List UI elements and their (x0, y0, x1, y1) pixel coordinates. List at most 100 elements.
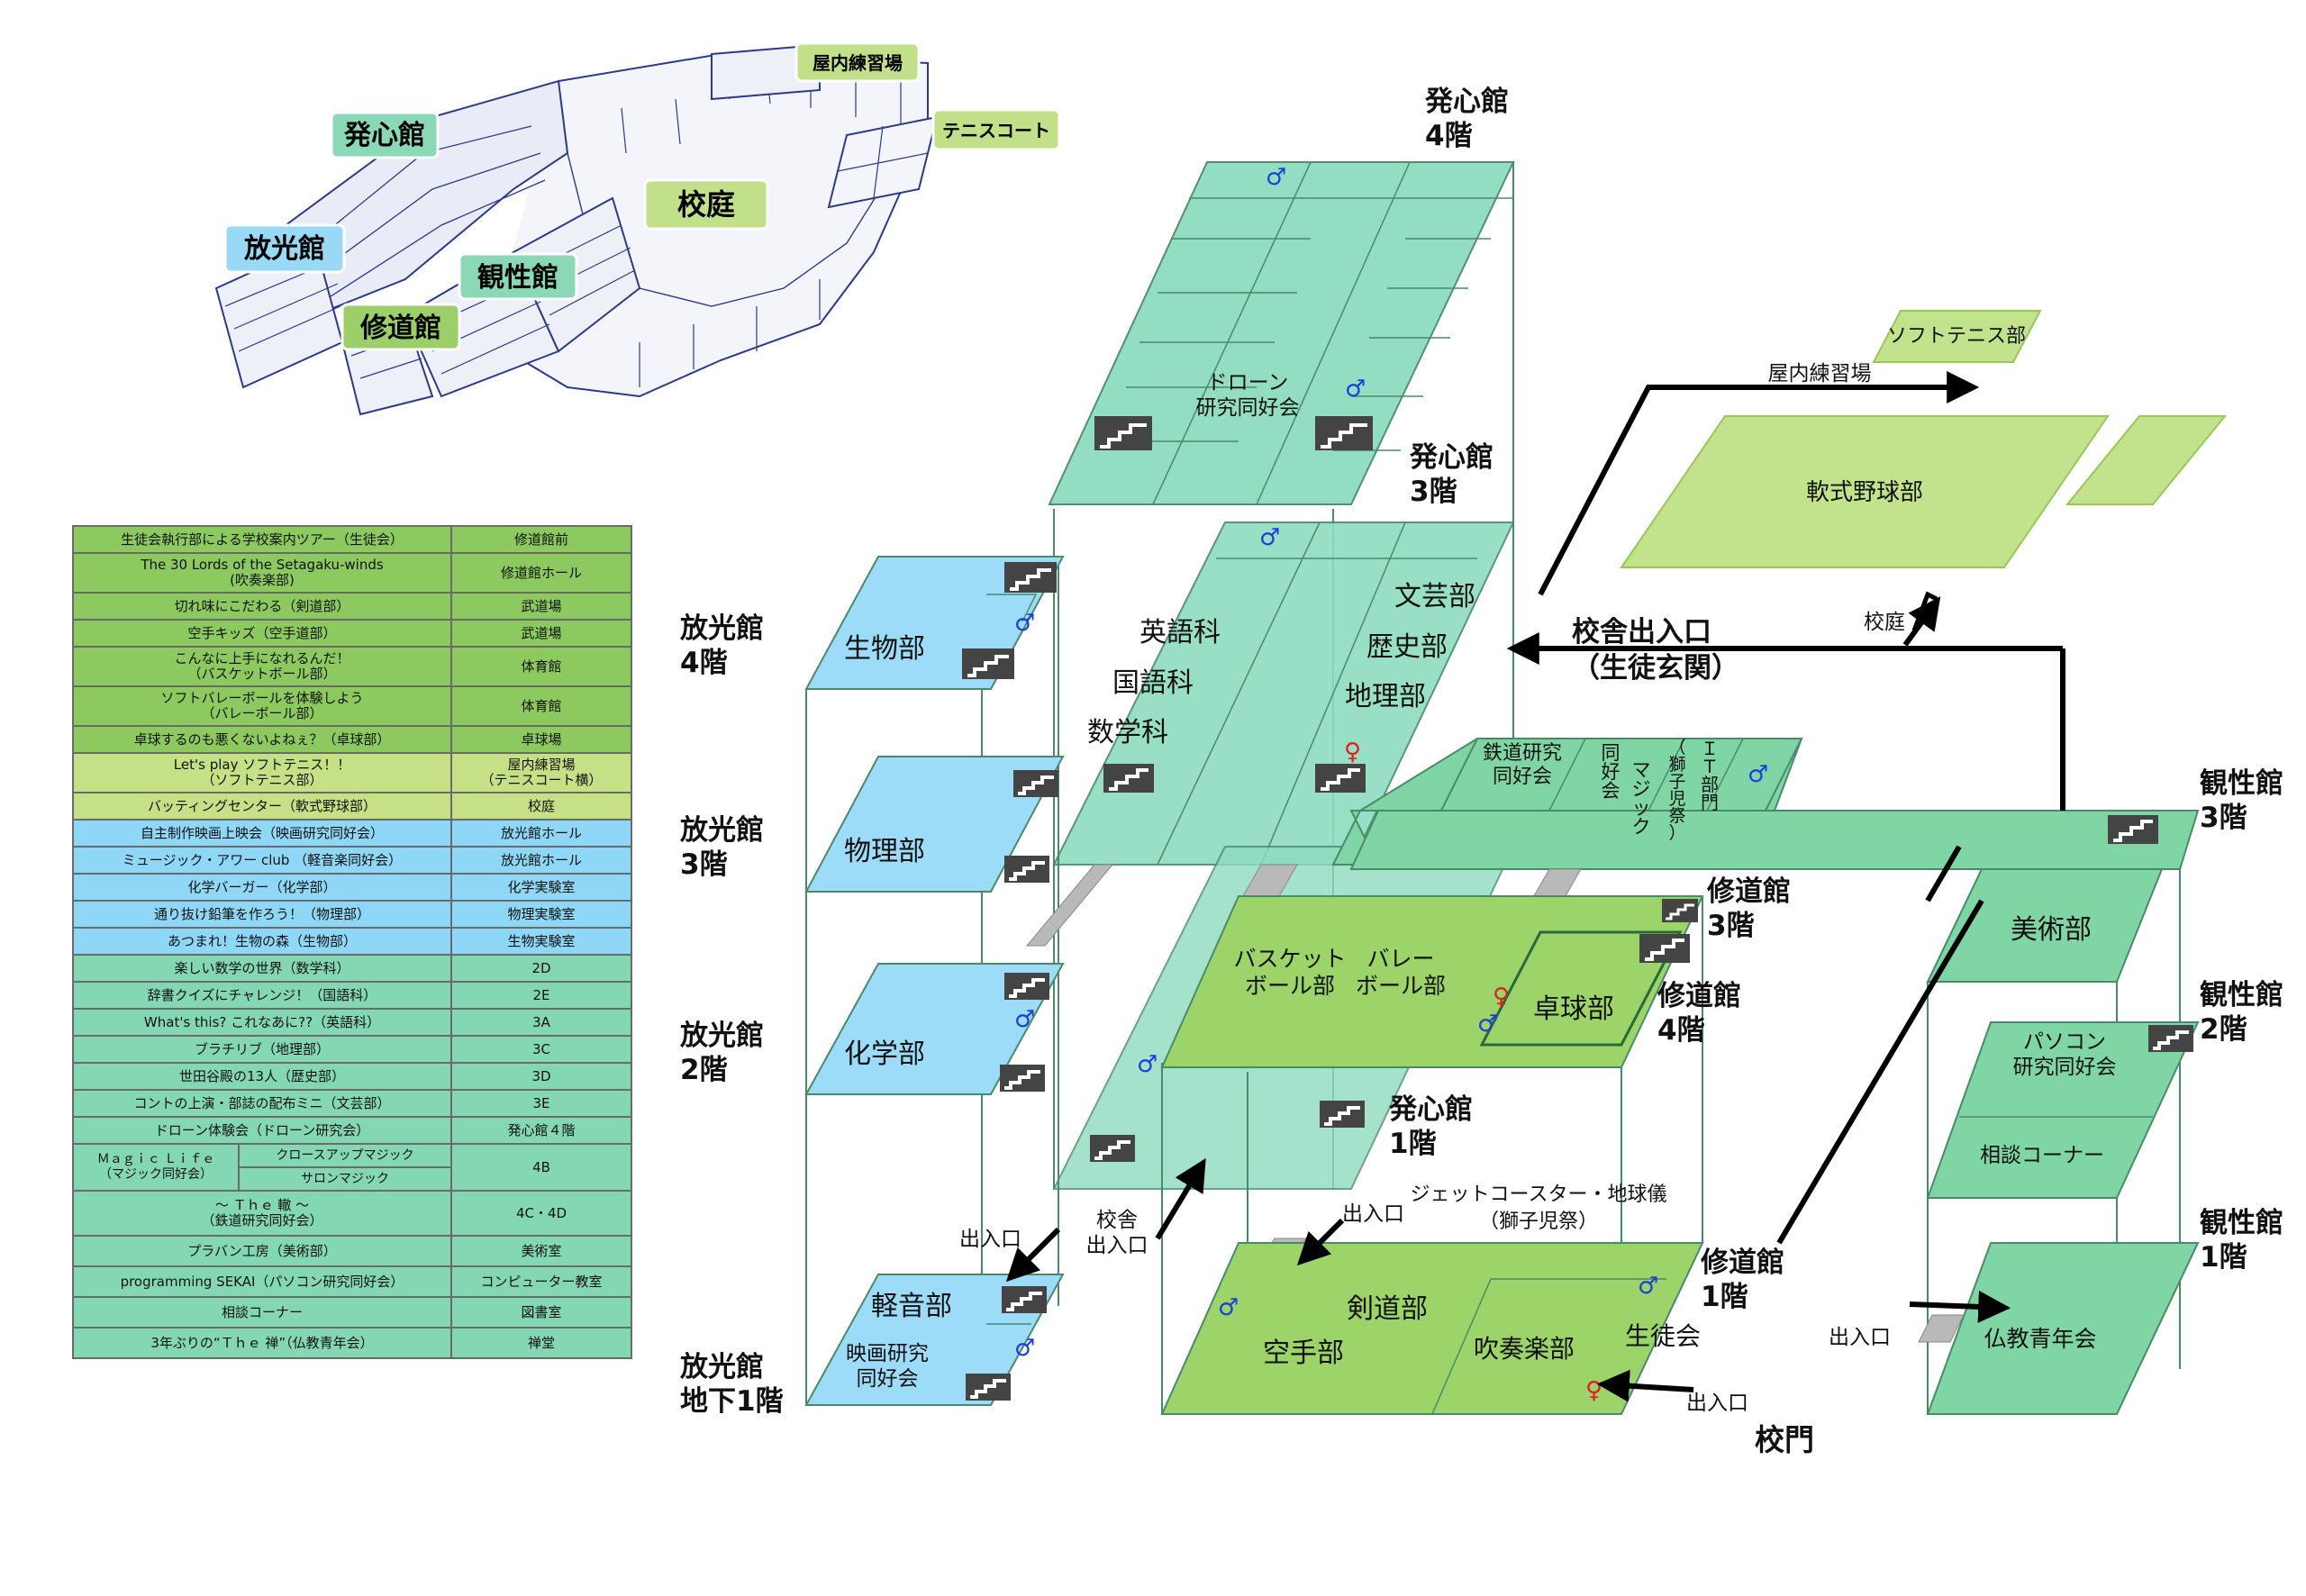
event-cell: ～ Ｔｈｅ 轍 ～（鉄道研究同好会） (72, 1190, 452, 1237)
stairs-icon (1004, 973, 1049, 1000)
arrow-seitokai (1596, 1369, 1694, 1402)
table-row: 空手キッズ（空手道部）武道場 (72, 619, 632, 648)
location-cell-text: 体育館 (521, 697, 562, 714)
table-row: 生徒会執行部による学校案内ツアー（生徒会）修道館前 (72, 525, 632, 554)
event-cell-subtext: (吹奏楽部) (230, 572, 295, 588)
aerial-label-tennis: テニスコート (942, 120, 1050, 141)
magic-group-cell-text: Ｍａｇｉｃ Ｌｉｆｅ (96, 1152, 215, 1166)
magic-group-cell: Ｍａｇｉｃ Ｌｉｆｅ（マジック同好会） (72, 1143, 240, 1192)
room-nanshiki: 軟式野球部 (1806, 479, 1923, 506)
floor-shudo-1 (1160, 1242, 1704, 1415)
table-row: programming SEKAI（パソコン研究同好会）コンピューター教室 (72, 1265, 632, 1298)
location-cell-text: 物理実験室 (507, 905, 576, 922)
room-butsuri: 物理部 (844, 836, 925, 867)
location-cell-text: 4B (532, 1158, 550, 1175)
table-row: 3年ぶりの“Ｔｈｅ 禅”（仏教青年会）禅堂 (72, 1327, 632, 1359)
room-kokugo: 国語科 (1112, 667, 1194, 699)
arrow-kotei-up (1902, 596, 1941, 647)
location-cell-text: 2D (531, 959, 551, 976)
room-eiga: 映画研究同好会 (846, 1342, 929, 1391)
label-hasshin-entrance: 校舎出入口 (1086, 1209, 1148, 1257)
table-row: コントの上演・部誌の配布ミニ（文芸部）3E (72, 1089, 632, 1118)
location-cell-text: 校庭 (527, 797, 555, 814)
location-cell: 屋内練習場（テニスコート横） (450, 752, 632, 793)
room-tetsudo: 鉄道研究同好会 (1483, 742, 1562, 788)
location-cell: 禅堂 (450, 1327, 632, 1359)
arrow-okunai (1538, 371, 1980, 596)
stairs-icon (1103, 764, 1154, 793)
location-cell-text: 武道場 (521, 597, 562, 614)
event-cell-text: ソフトバレーボールを体験しよう (160, 690, 364, 706)
aerial-label-okunai: 屋内練習場 (813, 52, 903, 74)
table-row: こんなに上手になれるんだ！（バスケットボール部）体育館 (72, 646, 632, 687)
table-row: サロンマジック (73, 1166, 631, 1192)
event-cell: 空手キッズ（空手道部） (72, 619, 452, 648)
arrows (1005, 371, 2065, 1402)
event-cell: 3年ぶりの“Ｔｈｅ 禅”（仏教青年会） (72, 1327, 452, 1359)
floor-kansei-1 (1926, 1242, 2200, 1415)
room-karate: 空手部 (1263, 1338, 1344, 1369)
aerial-label-kansei: 観性館 (477, 262, 558, 294)
event-cell: ドローン体験会（ドローン研究会） (72, 1116, 452, 1145)
room-kagaku: 化学部 (844, 1038, 925, 1070)
location-cell: 3E (450, 1089, 632, 1118)
event-cell-text: 世田谷殿の13人（歴史部） (178, 1067, 346, 1084)
location-cell-text: 3E (532, 1094, 550, 1111)
floor-hoko-3 (804, 756, 1065, 893)
female-restroom-icon: ♀ (1344, 739, 1361, 766)
male-restroom-icon: ♂ (1345, 376, 1366, 403)
stairs-icon (1639, 934, 1690, 963)
stairs-icon (2108, 815, 2158, 844)
location-cell: 発心館４階 (450, 1116, 632, 1145)
location-cell-text: 図書室 (521, 1303, 562, 1320)
location-cell: コンピューター教室 (450, 1265, 632, 1298)
room-eigo: 英語科 (1139, 617, 1221, 648)
location-cell-text: 放光館ホール (500, 824, 582, 841)
event-cell-text: こんなに上手になれるんだ！ (174, 650, 350, 667)
stairs-icon (2148, 1025, 2193, 1052)
stairs-icon (1000, 1065, 1045, 1092)
event-cell: 世田谷殿の13人（歴史部） (72, 1062, 452, 1091)
room-volley: バレーボール部 (1356, 946, 1446, 999)
magic-item-cell: サロンマジック (238, 1166, 452, 1192)
event-cell-text: ミュージック・アワー club （軽音楽同好会） (122, 851, 403, 868)
floor-hoko-b1 (804, 1274, 1065, 1406)
stairs-icon (966, 1374, 1011, 1401)
event-cell-text: ドローン体験会（ドローン研究会） (154, 1121, 370, 1138)
stairs-icon (1004, 856, 1049, 883)
location-cell: 化学実験室 (450, 873, 632, 902)
location-cell: 4B (450, 1143, 632, 1192)
location-cell: 3D (450, 1062, 632, 1091)
table-row: 自主制作映画上映会（映画研究同好会） 放光館ホール (72, 819, 632, 848)
room-rekishi: 歴史部 (1366, 631, 1448, 663)
event-cell-text: 化学バーガー（化学部） (187, 878, 337, 895)
event-cell: Let's play ソフトテニス！！（ソフトテニス部） (72, 752, 452, 793)
location-cell-text: 体育館 (521, 657, 562, 675)
event-cell: 生徒会執行部による学校案内ツアー（生徒会） (72, 525, 452, 554)
aerial-view: 発心館 放光館 修道館 観性館 校庭 屋内練習場 テニスコート (214, 41, 1061, 416)
table-row: The 30 Lords of the Setagaku-winds(吹奏楽部)… (72, 552, 632, 594)
label-okunai: 屋内練習場 (1768, 362, 1872, 385)
stairs-icon (1094, 416, 1152, 450)
location-cell-text: 化学実験室 (507, 878, 576, 895)
male-restroom-icon: ♂ (1014, 1335, 1035, 1362)
stairs-icon (1320, 1101, 1365, 1128)
event-cell-subtext: （ソフトテニス部） (201, 772, 323, 788)
location-cell-text: 2E (532, 986, 550, 1003)
magic-item-cell-text: クロースアップマジック (276, 1147, 414, 1163)
aerial-label-hoko: 放光館 (243, 233, 325, 265)
table-row: ミュージック・アワー club （軽音楽同好会）放光館ホール (72, 846, 632, 875)
table-row: 切れ味にこだわる（剣道部）武道場 (72, 592, 632, 621)
event-cell-subtext: （バレーボール部） (201, 705, 323, 721)
location-cell-text: 3A (532, 1013, 550, 1030)
event-cell-text: The 30 Lords of the Setagaku-winds (141, 557, 384, 573)
table-row: 通り抜け鉛筆を作ろう！（物理部）物理実験室 (72, 900, 632, 929)
event-cell: 自主制作映画上映会（映画研究同好会） (72, 819, 452, 848)
location-cell: 2E (450, 981, 632, 1010)
